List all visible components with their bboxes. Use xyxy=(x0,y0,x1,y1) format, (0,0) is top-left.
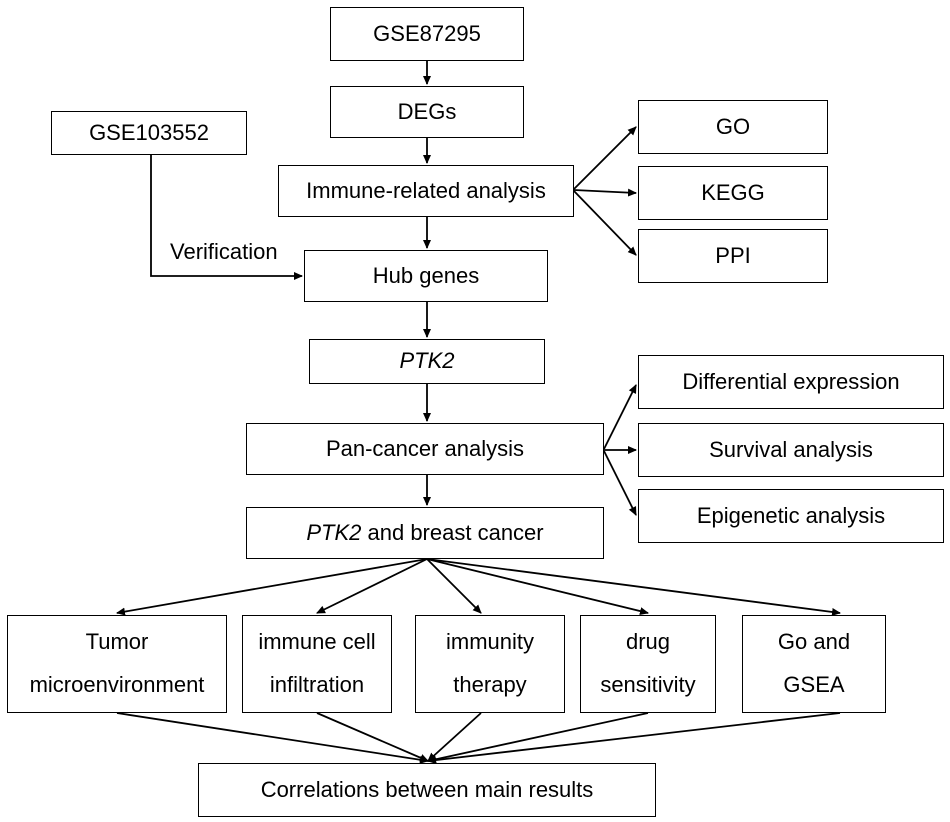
pan-cancer-analysis-box: Pan-cancer analysis xyxy=(246,423,604,475)
arrow-gse103552-to-hub xyxy=(150,155,303,280)
arrow-pan-to-epigenetic xyxy=(603,450,637,516)
drug-sensitivity-box: drug sensitivity xyxy=(580,615,716,713)
immune-cell-infiltration-label: immune cell infiltration xyxy=(258,629,376,697)
ptk2-gene-label: PTK2 xyxy=(306,519,362,545)
verification-label: Verification xyxy=(170,239,278,264)
go-box: GO xyxy=(638,100,828,154)
immunity-therapy-label: immunity therapy xyxy=(445,629,534,697)
correlations-label: Correlations between main results xyxy=(260,776,594,802)
degs-box: DEGs xyxy=(330,86,524,138)
arrow-breast-to-tumor xyxy=(116,558,428,616)
drug-sensitivity-label: drug sensitivity xyxy=(600,629,696,697)
epigenetic-analysis-label: Epigenetic analysis xyxy=(696,502,886,528)
arrow-breast-to-immune-cell xyxy=(316,558,428,614)
ptk2-breast-cancer-label: PTK2 and breast cancer xyxy=(306,512,543,555)
arrow-pan-to-differential xyxy=(603,384,637,450)
arrow-immunity-to-correlations xyxy=(427,712,482,762)
immunity-therapy-box: immunity therapy xyxy=(415,615,565,713)
ptk2-box: PTK2 xyxy=(309,339,545,384)
ppi-box: PPI xyxy=(638,229,828,283)
gse87295-box: GSE87295 xyxy=(330,7,524,61)
arrow-breast-to-drug xyxy=(426,558,649,615)
arrow-breast-to-go-gsea xyxy=(426,558,841,616)
degs-label: DEGs xyxy=(397,98,457,124)
differential-expression-label: Differential expression xyxy=(682,368,900,394)
tumor-microenvironment-label: Tumor microenvironment xyxy=(29,629,205,697)
tumor-microenvironment-box: Tumor microenvironment xyxy=(7,615,227,713)
kegg-label: KEGG xyxy=(701,179,765,205)
hub-genes-label: Hub genes xyxy=(372,262,480,288)
kegg-box: KEGG xyxy=(638,166,828,220)
gse103552-box: GSE103552 xyxy=(51,111,247,155)
arrow-immune-to-kegg xyxy=(573,188,637,197)
gse103552-label: GSE103552 xyxy=(89,119,209,145)
gse87295-label: GSE87295 xyxy=(373,20,481,46)
immune-related-analysis-box: Immune-related analysis xyxy=(278,165,574,217)
correlations-box: Correlations between main results xyxy=(198,763,656,817)
breast-cancer-text: and breast cancer xyxy=(361,519,544,545)
go-label: GO xyxy=(715,113,751,139)
arrow-immune-to-go xyxy=(573,126,637,190)
immune-related-analysis-label: Immune-related analysis xyxy=(306,177,546,203)
ptk2-label: PTK2 xyxy=(399,348,455,374)
arrow-immune-to-ppi xyxy=(573,190,637,256)
ppi-label: PPI xyxy=(715,242,751,268)
ptk2-breast-cancer-box: PTK2 and breast cancer xyxy=(246,507,604,559)
arrow-tumor-to-correlations xyxy=(116,712,429,764)
pan-cancer-analysis-label: Pan-cancer analysis xyxy=(325,435,525,461)
differential-expression-box: Differential expression xyxy=(638,355,944,409)
arrow-breast-to-immunity xyxy=(426,558,482,614)
survival-analysis-label: Survival analysis xyxy=(709,436,873,462)
go-and-gsea-label: Go and GSEA xyxy=(777,629,851,697)
go-and-gsea-box: Go and GSEA xyxy=(742,615,886,713)
arrow-drug-to-correlations xyxy=(427,712,649,764)
immune-cell-infiltration-box: immune cell infiltration xyxy=(242,615,392,713)
hub-genes-box: Hub genes xyxy=(304,250,548,302)
survival-analysis-box: Survival analysis xyxy=(638,423,944,477)
arrow-immune-cell-to-correlations xyxy=(316,712,429,762)
epigenetic-analysis-box: Epigenetic analysis xyxy=(638,489,944,543)
arrow-go-gsea-to-correlations xyxy=(427,712,841,765)
